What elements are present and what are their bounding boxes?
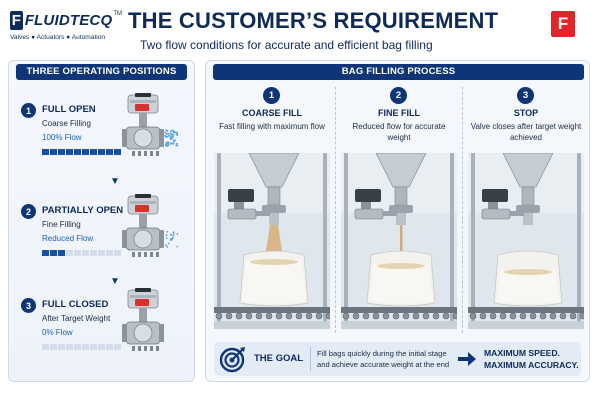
meter-segment xyxy=(66,250,73,256)
page-title: THE CUSTOMER’S REQUIREMENT xyxy=(128,8,499,33)
goal-label: THE GOAL xyxy=(254,353,304,364)
meter-segment xyxy=(114,250,121,256)
filling-scene-image xyxy=(341,153,457,329)
step-title: STOP xyxy=(513,108,539,118)
operating-positions-panel: THREE OPERATING POSITIONS 1 FULL OPEN Co… xyxy=(8,60,195,382)
bag-filling-panel: BAG FILLING PROCESS 1 COARSE FILL Fast f… xyxy=(205,60,590,382)
meter-segment xyxy=(66,344,73,350)
step-stop: 3 STOP Valve closes after target weight … xyxy=(464,83,588,331)
position-flow: 0% Flow xyxy=(42,328,73,337)
meter-segment xyxy=(90,149,97,155)
position-flow: Reduced Flow xyxy=(42,234,94,243)
meter-segment xyxy=(42,250,49,256)
step-number: 2 xyxy=(390,87,407,104)
step-description: Valve closes after target weight achieve… xyxy=(470,122,582,142)
meter-segment xyxy=(74,250,81,256)
logo-tagline: Valves ● Actuators ● Automation xyxy=(10,34,106,41)
flow-meter xyxy=(42,250,121,256)
position-title: FULL CLOSED xyxy=(42,299,109,310)
position-number: 1 xyxy=(21,103,36,118)
meter-segment xyxy=(106,250,113,256)
meter-segment xyxy=(114,344,121,350)
meter-segment xyxy=(58,149,65,155)
step-title: COARSE FILL xyxy=(242,108,302,118)
step-fine-fill: 2 FINE FILL Reduced flow for accurate we… xyxy=(337,83,461,331)
step-coarse-fill: 1 COARSE FILL Fast filling with maximum … xyxy=(210,83,334,331)
step-divider xyxy=(335,87,336,333)
goal-banner: THE GOAL Fill bags quickly during the in… xyxy=(214,342,581,376)
meter-segment xyxy=(74,344,81,350)
valve-icon xyxy=(122,288,164,351)
meter-segment xyxy=(42,344,49,350)
meter-segment xyxy=(82,149,89,155)
step-divider xyxy=(462,87,463,333)
position-mode: Coarse Filling xyxy=(42,119,91,128)
goal-separator xyxy=(310,347,311,371)
meter-segment xyxy=(74,149,81,155)
meter-segment xyxy=(82,250,89,256)
goal-result-accuracy: MAXIMUM ACCURACY. xyxy=(484,359,579,370)
brand-logo: F FLUIDTECQ TM Valves ● Actuators ● Auto… xyxy=(10,11,122,49)
valve-icon xyxy=(122,93,178,156)
meter-segment xyxy=(58,344,65,350)
meter-segment xyxy=(66,149,73,155)
meter-segment xyxy=(50,149,57,155)
meter-segment xyxy=(50,250,57,256)
filling-scene-image xyxy=(214,153,330,329)
flow-meter xyxy=(42,149,121,155)
bag-filling-heading: BAG FILLING PROCESS xyxy=(213,64,584,80)
meter-segment xyxy=(106,344,113,350)
step-description: Fast filling with maximum flow xyxy=(219,122,325,131)
meter-segment xyxy=(82,344,89,350)
meter-segment xyxy=(58,250,65,256)
step-description: Reduced flow for accurate weight xyxy=(352,122,446,142)
down-arrow-icon: ▼ xyxy=(110,276,120,287)
meter-segment xyxy=(90,344,97,350)
step-number: 3 xyxy=(517,87,534,104)
target-icon xyxy=(219,347,245,373)
meter-segment xyxy=(106,149,113,155)
logo-name: FLUIDTECQ xyxy=(24,12,113,29)
down-arrow-icon: ▼ xyxy=(110,176,120,187)
position-flow: 100% Flow xyxy=(42,133,82,142)
goal-result: MAXIMUM SPEED. MAXIMUM ACCURACY. xyxy=(484,348,579,371)
brand-badge: F xyxy=(551,11,575,37)
operating-positions-heading: THREE OPERATING POSITIONS xyxy=(16,64,187,80)
position-number: 3 xyxy=(21,298,36,313)
position-title: FULL OPEN xyxy=(42,104,96,115)
meter-segment xyxy=(98,250,105,256)
meter-segment xyxy=(90,250,97,256)
position-mode: After Target Weight xyxy=(42,314,111,323)
goal-description: Fill bags quickly during the initial sta… xyxy=(317,349,450,369)
position-mode: Fine Filling xyxy=(42,220,81,229)
step-number: 1 xyxy=(263,87,280,104)
position-full-open: 1 FULL OPEN Coarse Filling 100% Flow xyxy=(17,93,193,183)
meter-segment xyxy=(114,149,121,155)
position-title: PARTIALLY OPEN xyxy=(42,205,124,216)
filling-scene-image xyxy=(468,153,584,329)
goal-result-speed: MAXIMUM SPEED. xyxy=(484,348,560,358)
logo-trademark: TM xyxy=(113,11,122,17)
flow-meter xyxy=(42,344,121,350)
page-subtitle: Two flow conditions for accurate and eff… xyxy=(140,38,433,52)
valve-icon xyxy=(122,194,178,257)
meter-segment xyxy=(98,149,105,155)
right-arrow-icon xyxy=(458,352,476,366)
step-title: FINE FILL xyxy=(378,108,420,118)
meter-segment xyxy=(42,149,49,155)
position-full-closed: 3 FULL CLOSED After Target Weight 0% Flo… xyxy=(17,288,193,378)
logo-mark: F xyxy=(10,11,23,30)
position-partially-open: 2 PARTIALLY OPEN Fine Filling Reduced Fl… xyxy=(17,194,193,284)
meter-segment xyxy=(50,344,57,350)
position-number: 2 xyxy=(21,204,36,219)
meter-segment xyxy=(98,344,105,350)
